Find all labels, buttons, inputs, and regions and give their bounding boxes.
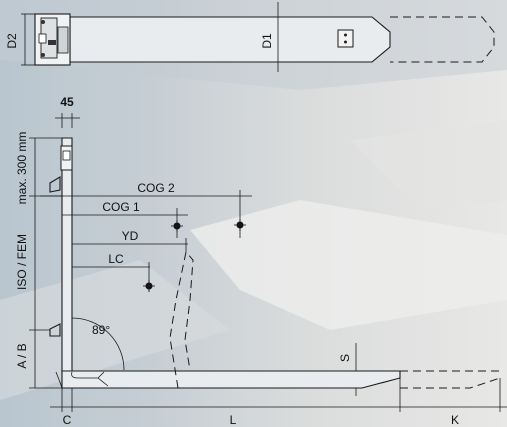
yd-label: YD [122,229,139,243]
cog1-label: COG 1 [102,200,140,214]
fork-extension-top [390,16,495,63]
ab-label: A / B [15,343,29,368]
fork-side-view [49,137,501,389]
s-label: S [338,354,352,362]
k-label: K [451,413,459,427]
load-profile-dashed [169,250,194,389]
l-label: L [230,413,237,427]
lc-label: LC [108,252,124,266]
upper-hook [49,176,61,193]
fork-blade-side [61,370,401,389]
cog1-marker [171,220,183,232]
d2-label: D2 [5,33,19,49]
max300-label: max. 300 mm [15,132,29,205]
fork-shank [61,137,73,388]
dim-45-label: 45 [60,95,74,109]
d1-label: D1 [260,33,274,49]
cog2-label: COG 2 [137,181,175,195]
isofem-label: ISO / FEM [15,234,29,290]
cog2-marker [234,219,246,231]
c-label: C [63,413,72,427]
lower-hook [49,323,61,337]
lc-marker [143,280,155,292]
angle-arc [71,317,125,371]
fork-top-view [21,2,495,72]
fork-slot-plate [337,29,354,48]
angle-label: 89° [92,323,110,337]
